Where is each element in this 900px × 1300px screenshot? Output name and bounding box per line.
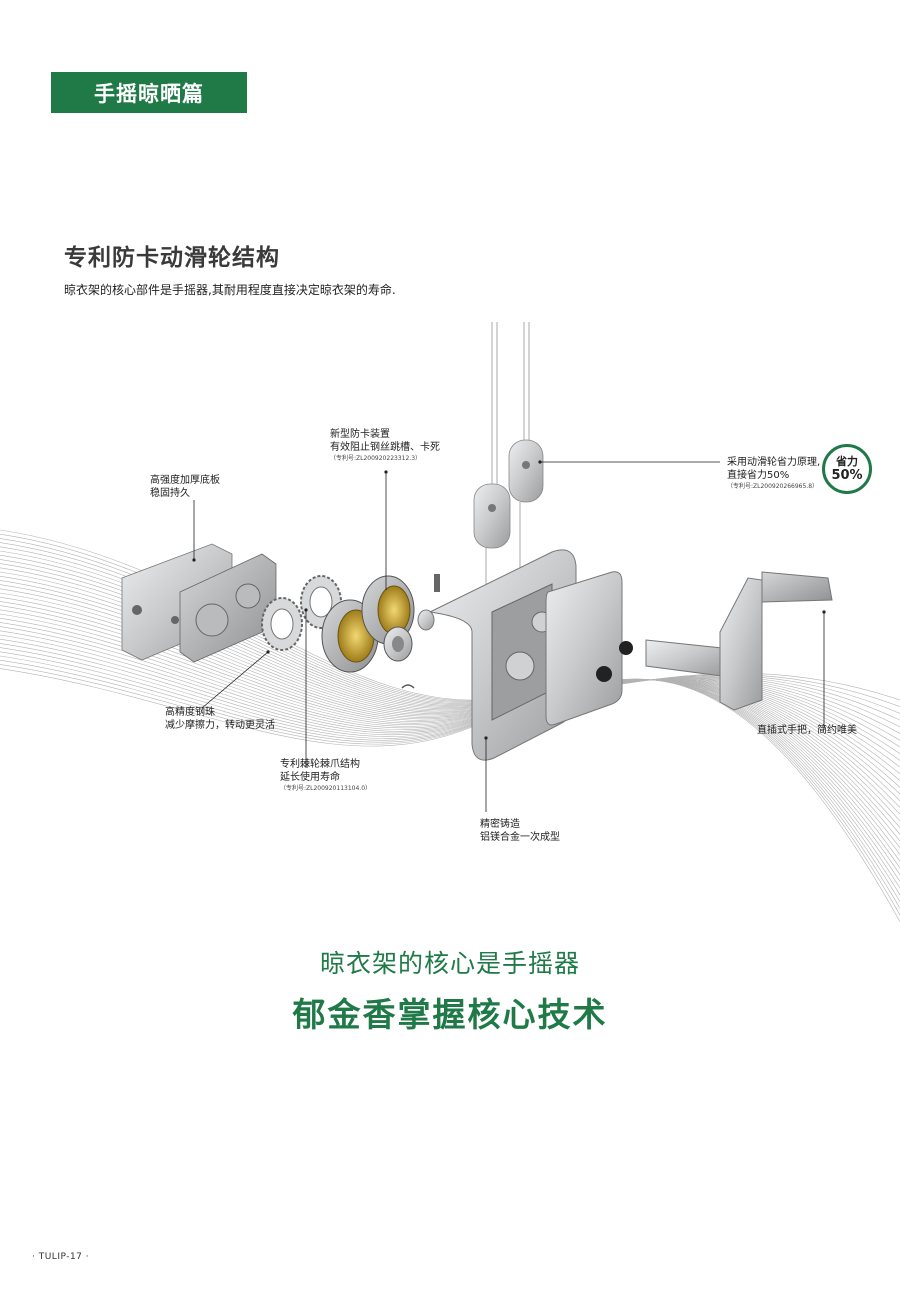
badge-percent: 50%: [831, 468, 863, 483]
page-subtitle: 晾衣架的核心部件是手摇器,其耐用程度直接决定晾衣架的寿命.: [64, 283, 396, 297]
callout-casting-line2: 铝镁合金一次成型: [480, 832, 560, 843]
wave-line: [0, 651, 900, 896]
callout-steel-ball: 高精度钢珠 减少摩擦力，转动更灵活: [165, 706, 275, 732]
callout-anti-jam: 新型防卡装置 有效阻止钢丝跳槽、卡死 （专利号:ZL200920223312.3…: [330, 428, 440, 463]
callout-anti-jam-line1: 新型防卡装置: [330, 429, 390, 440]
callout-anti-jam-patent: （专利号:ZL200920223312.3）: [330, 455, 422, 462]
callout-base-plate: 高强度加厚底板 稳固持久: [150, 474, 220, 500]
inner-frame: [179, 553, 277, 663]
wave-line: [0, 634, 900, 869]
exploded-crank-illustration: [0, 322, 900, 922]
callout-casting: 精密铸造 铝镁合金一次成型: [480, 818, 560, 844]
wave-line: [0, 647, 900, 889]
badge-top-text: 省力: [836, 455, 858, 468]
ratchet-gear: [383, 626, 413, 662]
callout-ratchet-line1: 专利棘轮棘爪结构: [280, 759, 360, 770]
callout-anti-jam-line2: 有效阻止钢丝跳槽、卡死: [330, 442, 440, 453]
tagline-core: 晾衣架的核心是手摇器: [319, 949, 580, 978]
pin: [434, 574, 440, 592]
pulley-upper: [508, 439, 544, 503]
main-housing: [417, 549, 577, 761]
power-saving-badge: 省力 50%: [822, 444, 872, 494]
callout-ratchet-line2: 延长使用寿命: [280, 772, 340, 783]
callout-handle: 直插式手把，简约唯美: [757, 724, 857, 737]
callout-ratchet-patent: （专利号:ZL200920113104.0）: [280, 785, 372, 792]
front-cover: [545, 571, 633, 726]
spring-clip: [401, 684, 415, 689]
wave-line: [0, 626, 900, 855]
callout-pulley: 采用动滑轮省力原理, 直接省力50% （专利号:ZL200920266965.8…: [727, 456, 820, 491]
page-title: 专利防卡动滑轮结构: [64, 245, 280, 271]
callout-ratchet: 专利棘轮棘爪结构 延长使用寿命 （专利号:ZL200920113104.0）: [280, 758, 371, 793]
callout-steel-ball-line1: 高精度钢珠: [165, 707, 215, 718]
page-number: · TULIP-17 ·: [32, 1252, 90, 1262]
leader-lines: [193, 461, 825, 812]
section-tag: 手摇晾晒篇: [51, 72, 247, 113]
callout-pulley-line1: 采用动滑轮省力原理,: [727, 457, 821, 468]
callout-base-plate-line1: 高强度加厚底板: [150, 475, 220, 486]
callout-base-plate-line2: 稳固持久: [150, 488, 190, 499]
callout-pulley-patent: （专利号:ZL200920266965.8）: [727, 483, 819, 490]
leader-dots: [192, 460, 826, 740]
tagline-brand: 郁金香掌握核心技术: [292, 995, 608, 1034]
callout-casting-line1: 精密铸造: [480, 819, 520, 830]
wave-line: [0, 643, 900, 882]
wave-line: [0, 630, 900, 862]
pulley-lower: [473, 483, 511, 549]
wave-line: [0, 622, 900, 849]
callout-pulley-line2: 直接省力50%: [727, 470, 790, 481]
callout-handle-line1: 直插式手把，简约唯美: [757, 725, 857, 736]
crank-handle: [645, 571, 833, 711]
callout-steel-ball-line2: 减少摩擦力，转动更灵活: [165, 720, 275, 731]
wave-line: [0, 638, 900, 875]
